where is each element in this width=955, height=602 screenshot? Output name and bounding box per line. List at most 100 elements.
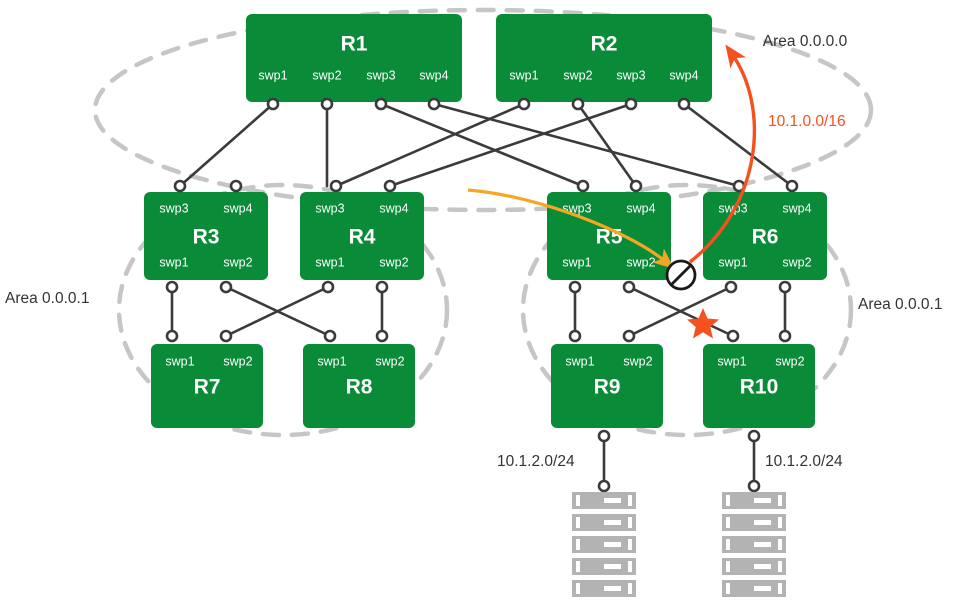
router-R6[interactable]: R6 swp3 swp4 swp1 swp2	[703, 192, 827, 280]
router-R1[interactable]: R1 swp1 swp2 swp3 swp4	[246, 14, 462, 102]
area-label-left: Area 0.0.0.1	[5, 290, 89, 307]
port-dot-r9-swp2	[622, 329, 636, 343]
port-dot-r3-swp4	[229, 179, 243, 193]
server-network-label-left: 10.1.2.0/24	[497, 453, 575, 470]
port-dot-r4-swp4	[383, 179, 397, 193]
port-dot-r4-swp1	[321, 280, 335, 294]
router-R5[interactable]: R5 swp3 swp4 swp1 swp2	[547, 192, 671, 280]
link-r4swp1-r7swp2	[224, 285, 330, 338]
port-dot-r2-swp3	[624, 97, 638, 111]
server-stack-left	[572, 492, 636, 597]
port-dot-r3-swp3	[173, 179, 187, 193]
router-R2-port-swp3: swp3	[616, 68, 645, 82]
failure-star-icon	[687, 308, 719, 339]
link-r2swp3-r4swp4	[388, 102, 633, 188]
port-dot-r8-swp2	[375, 329, 389, 343]
port-dot-r1-swp2	[320, 97, 334, 111]
area-boundaries	[92, 7, 874, 438]
router-R3-port-swp1: swp1	[159, 255, 188, 269]
router-R5-port-swp4: swp4	[626, 201, 655, 215]
router-R6-port-swp2: swp2	[782, 255, 811, 269]
router-R2-name: R2	[591, 33, 618, 56]
router-R3-port-swp4: swp4	[223, 201, 252, 215]
router-R8[interactable]: R8 swp1 swp2	[303, 344, 415, 428]
server-unit	[722, 492, 786, 509]
router-R4-name: R4	[349, 226, 376, 249]
router-R8-port-swp2: swp2	[375, 354, 404, 368]
router-R6-port-swp4: swp4	[782, 201, 811, 215]
backbone-links	[178, 102, 794, 188]
router-R3-port-swp2: swp2	[223, 255, 252, 269]
router-R7-port-swp1: swp1	[165, 354, 194, 368]
router-R3-name: R3	[193, 226, 220, 249]
server-unit	[722, 580, 786, 597]
server-network-label-right: 10.1.2.0/24	[765, 453, 843, 470]
port-dot-r5-swp1	[568, 280, 582, 294]
port-dot-r7-swp2	[219, 329, 233, 343]
port-dot-r4-swp2	[375, 280, 389, 294]
server-unit	[572, 514, 636, 531]
server-unit	[722, 514, 786, 531]
port-dot-r3-swp1	[165, 280, 179, 294]
server-unit	[572, 536, 636, 553]
router-R8-port-swp1: swp1	[317, 354, 346, 368]
link-r6swp1-r9swp2	[627, 285, 733, 338]
router-R5-port-swp2: swp2	[626, 255, 655, 269]
router-R4-port-swp2: swp2	[379, 255, 408, 269]
router-R2-port-swp4: swp4	[669, 68, 698, 82]
server-unit	[572, 492, 636, 509]
router-R7[interactable]: R7 swp1 swp2	[151, 344, 263, 428]
router-R4-port-swp1: swp1	[315, 255, 344, 269]
link-r2swp4-r6swp4	[682, 102, 794, 188]
router-R2-port-swp1: swp1	[509, 68, 538, 82]
router-R9[interactable]: R9 swp1 swp2	[551, 344, 663, 428]
router-R2-port-swp2: swp2	[563, 68, 592, 82]
port-dot-r4-swp3	[329, 179, 343, 193]
area-label-backbone: Area 0.0.0.0	[763, 33, 848, 50]
port-dot-r5-swp4	[629, 179, 643, 193]
router-R10[interactable]: R10 swp1 swp2	[703, 344, 815, 428]
orange-annotation-arrow	[688, 44, 757, 264]
router-R10-name: R10	[740, 376, 779, 399]
advertised-prefix-label: 10.1.0.0/16	[768, 113, 846, 130]
port-dot-r7-swp1	[165, 329, 179, 343]
port-dot-r6-swp1	[724, 280, 738, 294]
link-r1swp4-r6swp3	[432, 102, 741, 188]
port-dot-r5-swp2	[622, 280, 636, 294]
router-R9-port-swp2: swp2	[623, 354, 652, 368]
link-r1swp1-r3swp3	[178, 102, 275, 188]
router-R8-name: R8	[346, 376, 373, 399]
router-R1-port-swp3: swp3	[366, 68, 395, 82]
port-dot-r9-server	[597, 429, 611, 443]
port-dot-r9-swp1	[568, 329, 582, 343]
port-dot-r1-swp3	[374, 97, 388, 111]
port-dot-server-left	[597, 479, 611, 493]
port-dot-r3-swp2	[219, 280, 233, 294]
router-R2[interactable]: R2 swp1 swp2 swp3 swp4	[496, 14, 712, 102]
router-R7-name: R7	[194, 376, 221, 399]
port-dot-r1-swp1	[266, 97, 280, 111]
port-dot-r6-swp4	[785, 179, 799, 193]
router-R7-port-swp2: swp2	[223, 354, 252, 368]
area-left-links	[170, 285, 384, 338]
router-R5-port-swp1: swp1	[562, 255, 591, 269]
router-R3-port-swp3: swp3	[159, 201, 188, 215]
port-dot-r1-swp4	[427, 97, 441, 111]
area-label-right: Area 0.0.0.1	[858, 296, 942, 313]
router-R1-name: R1	[341, 33, 368, 56]
port-dot-r8-swp1	[323, 329, 337, 343]
router-R4[interactable]: R4 swp3 swp4 swp1 swp2	[300, 192, 424, 280]
port-dot-r10-swp2	[778, 329, 792, 343]
server-stack-right	[722, 492, 786, 597]
router-R6-port-swp1: swp1	[718, 255, 747, 269]
router-R3[interactable]: R3 swp3 swp4 swp1 swp2	[144, 192, 268, 280]
port-dot-r6-swp2	[778, 280, 792, 294]
server-links	[602, 434, 756, 488]
link-r2swp1-r4swp3	[334, 102, 526, 188]
router-R4-port-swp3: swp3	[315, 201, 344, 215]
port-dot-r5-swp3	[576, 179, 590, 193]
router-R1-port-swp2: swp2	[312, 68, 341, 82]
port-connectors	[165, 97, 799, 493]
amber-annotation-arrow	[467, 188, 675, 269]
